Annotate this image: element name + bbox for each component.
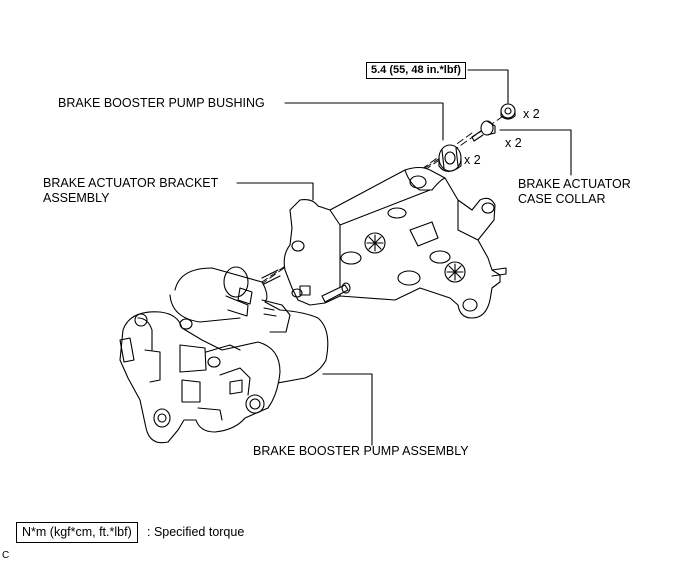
case-collar-part: [471, 120, 496, 142]
qty-bushing: x 2: [464, 153, 481, 167]
label-collar-line1: BRAKE ACTUATOR: [518, 177, 631, 191]
mounting-studs: [261, 269, 351, 303]
label-pump-bushing: BRAKE BOOSTER PUMP BUSHING: [58, 96, 265, 110]
legend-description: : Specified torque: [147, 525, 245, 539]
qty-bolt: x 2: [505, 136, 522, 150]
pump-assembly-part: [119, 266, 329, 444]
label-collar-line2: CASE COLLAR: [518, 192, 606, 206]
label-bracket-line1: BRAKE ACTUATOR BRACKET: [43, 176, 219, 190]
legend-unit-box: N*m (kgf*cm, ft.*lbf): [16, 522, 138, 543]
qty-nut: x 2: [523, 107, 540, 121]
figure-code: C: [2, 550, 10, 561]
flange-nut-part: [500, 103, 516, 120]
label-bracket-line2: ASSEMBLY: [43, 191, 110, 205]
bracket-assembly-part: [283, 166, 507, 319]
label-case-collar: BRAKE ACTUATOR CASE COLLAR: [518, 177, 631, 207]
label-pump-assembly: BRAKE BOOSTER PUMP ASSEMBLY: [253, 444, 469, 458]
torque-spec-box: 5.4 (55, 48 in.*lbf): [366, 62, 466, 79]
label-bracket-assembly: BRAKE ACTUATOR BRACKET ASSEMBLY: [43, 176, 218, 206]
leader-lines: [236, 69, 572, 446]
pump-bushing-part: [438, 144, 462, 173]
